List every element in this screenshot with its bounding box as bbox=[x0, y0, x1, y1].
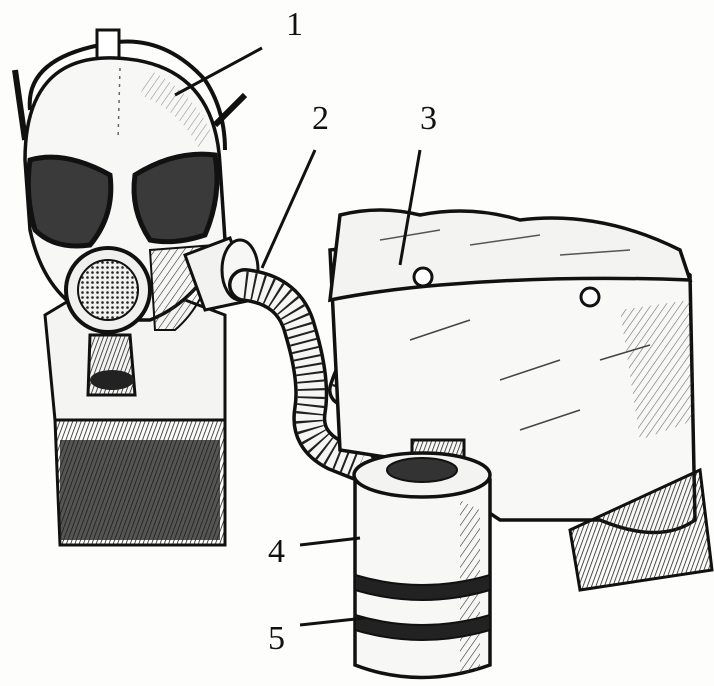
callout-label-3: 3 bbox=[420, 102, 437, 136]
callout-label-2: 2 bbox=[312, 102, 329, 136]
filter-canister bbox=[354, 440, 490, 678]
callout-label-1: 1 bbox=[286, 8, 303, 42]
callout-label-5: 5 bbox=[268, 622, 285, 656]
leader-line-1 bbox=[175, 48, 262, 95]
mask-stand bbox=[45, 300, 225, 545]
leader-line-4 bbox=[300, 538, 360, 545]
leader-line-2 bbox=[262, 150, 315, 268]
callout-label-4: 4 bbox=[268, 535, 285, 569]
